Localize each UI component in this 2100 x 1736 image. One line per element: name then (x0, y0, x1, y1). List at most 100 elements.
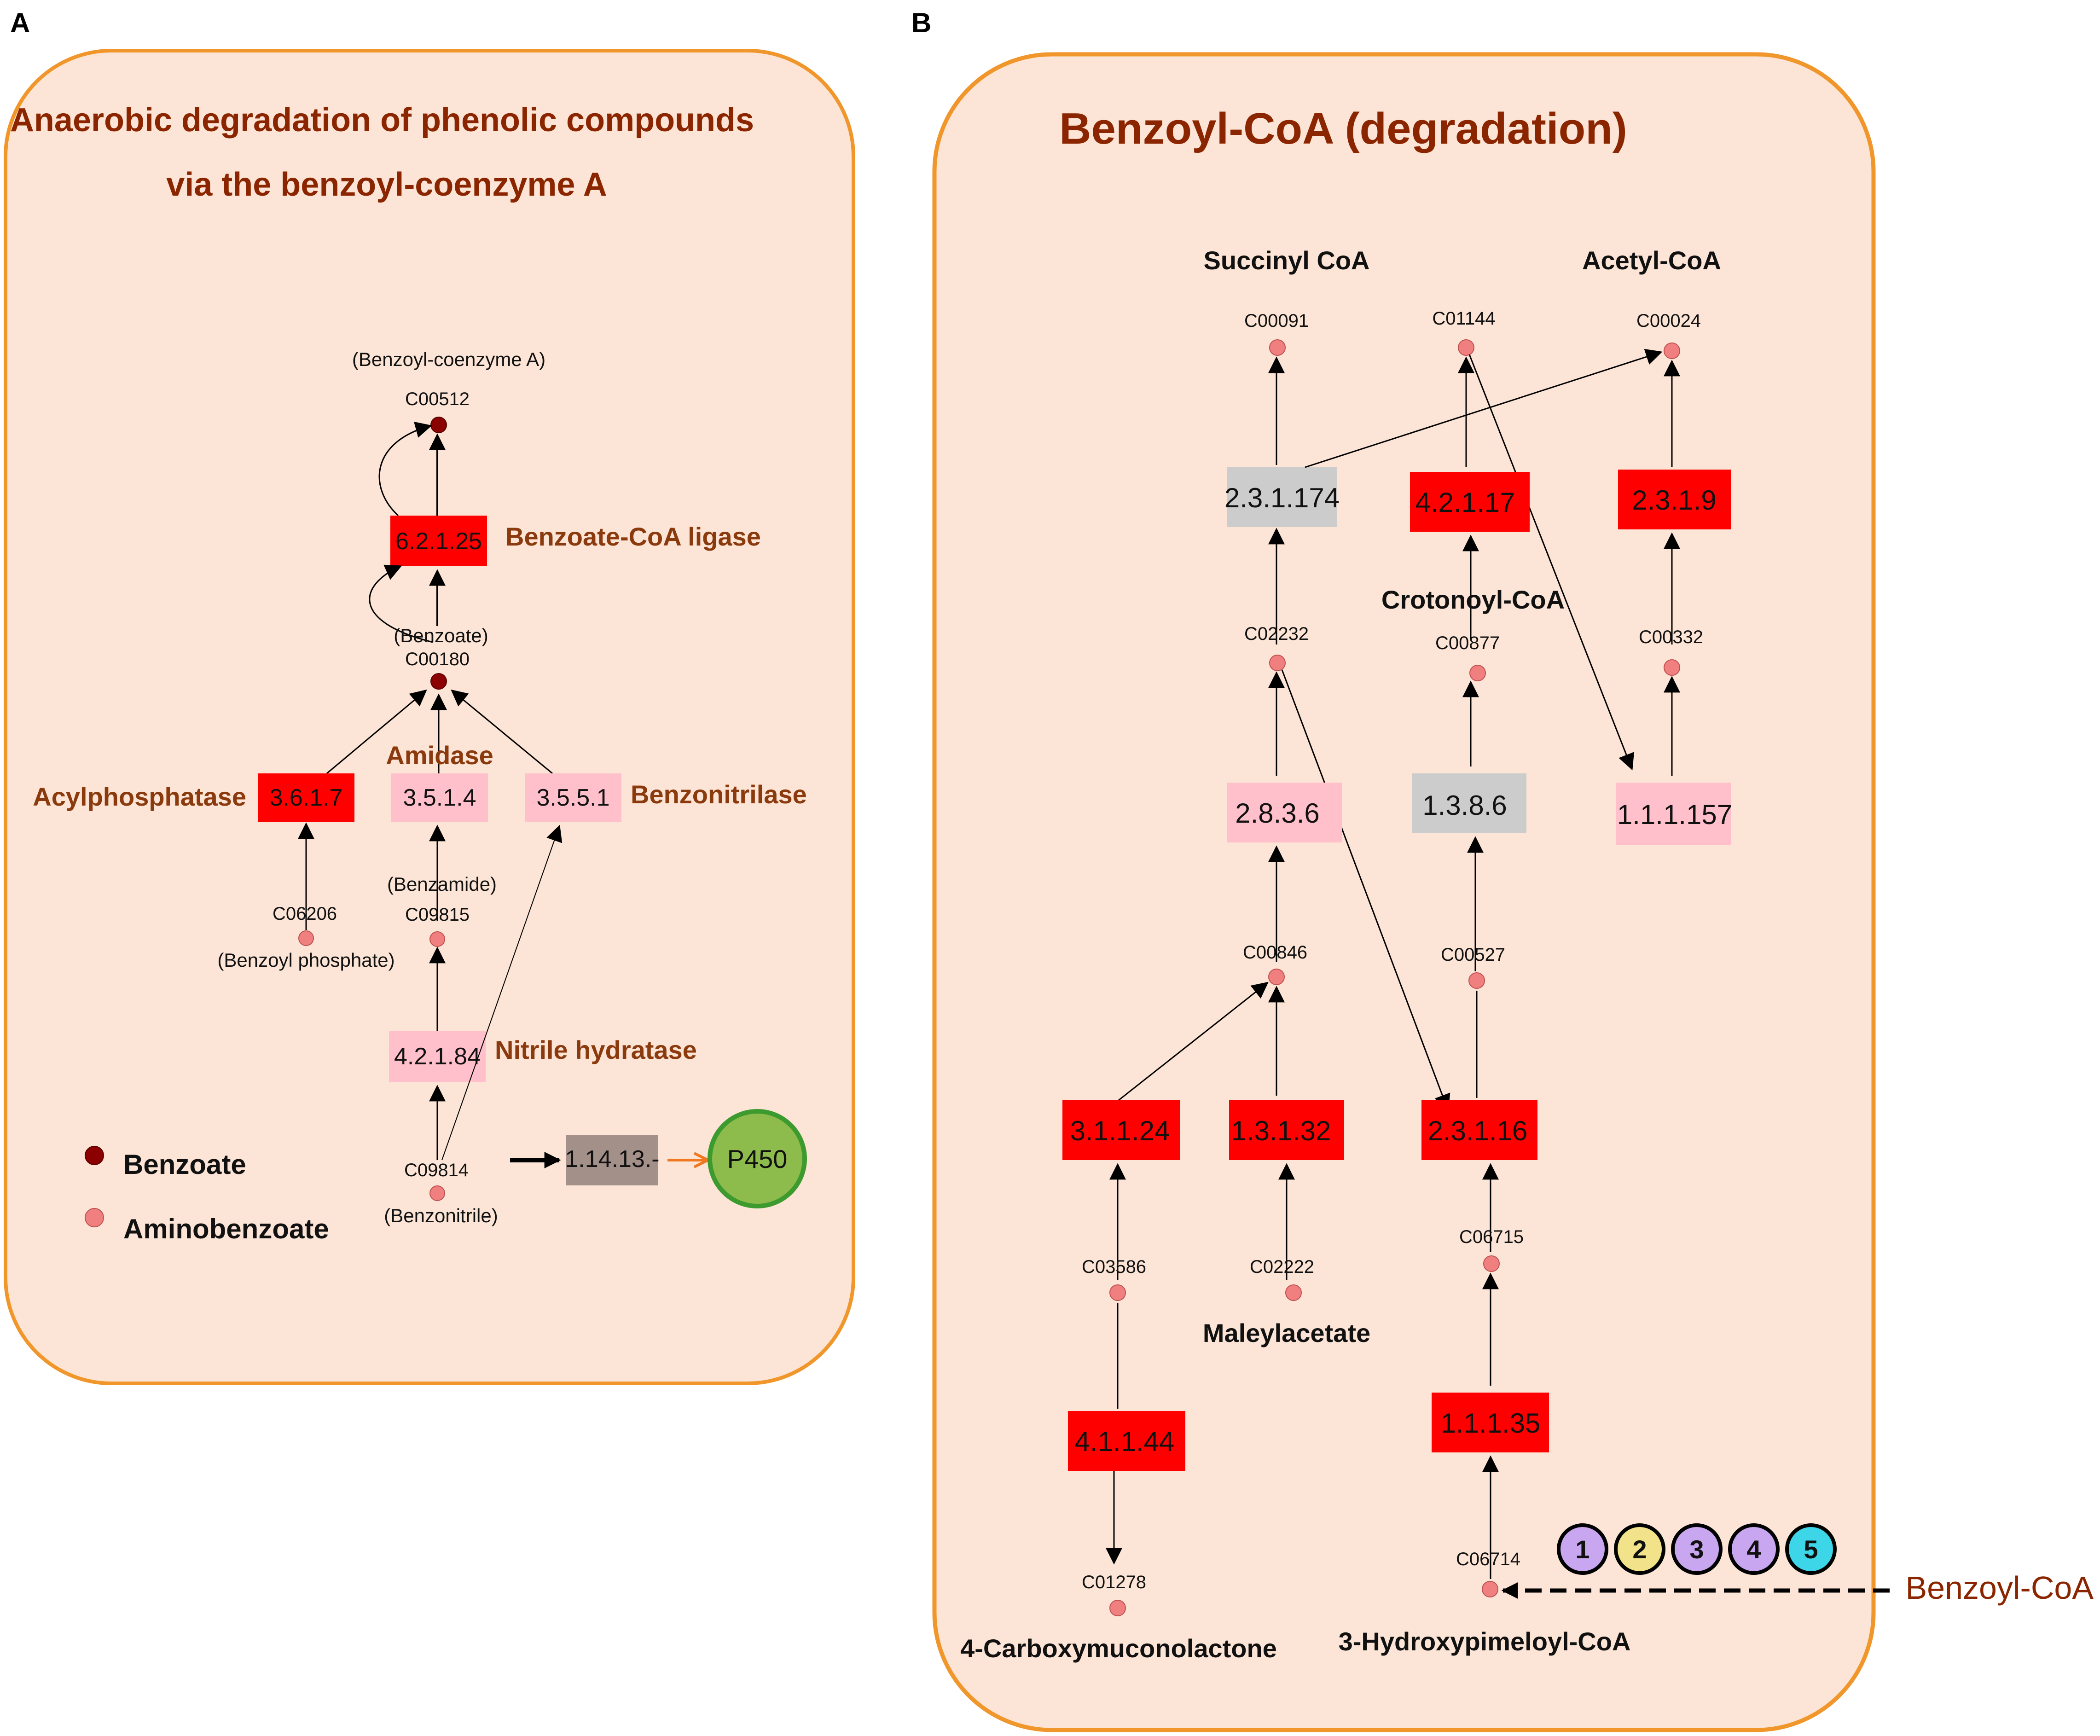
enzyme-box-1-1-1-157 (1616, 783, 1731, 845)
benzoyl-phosphate-name: (Benzoyl phosphate) (217, 949, 394, 971)
enzyme-box-3-5-1-4 (391, 773, 488, 822)
enzyme-label-3-6-1-7: 3.6.1.7 (269, 784, 342, 811)
acetyl-coa-label: Acetyl-CoA (1582, 246, 1721, 275)
curved-arrow-benzoate (369, 564, 433, 643)
organism-circle-1-label: 1 (1575, 1535, 1590, 1564)
benzonitrile-name: (Benzonitrile) (384, 1205, 498, 1226)
compound-node-c00332 (1664, 659, 1680, 676)
arrow-3-6-1-7-to-benzoate (326, 689, 427, 774)
enzyme-box-1-3-1-32 (1229, 1100, 1344, 1160)
compound-id-c00180: C00180 (405, 649, 470, 669)
panel-b-box (932, 52, 1876, 1732)
p450-label: P450 (727, 1144, 788, 1173)
enzyme-box-1-14-13 (566, 1135, 658, 1185)
panel-a-title-line1: Anaerobic degradation of phenolic compou… (10, 102, 754, 139)
enzyme-box-4-2-1-17 (1410, 472, 1530, 532)
compound-node-c01144 (1458, 339, 1474, 356)
compound-node-c09815 (429, 931, 445, 947)
arrow-3-5-5-1-to-benzoate (451, 689, 553, 774)
carboxymuconolactone-label: 4-Carboxymuconolactone (960, 1634, 1277, 1663)
arrow-2-3-1-174-to-c00024 (1305, 348, 1663, 468)
enzyme-label-2-3-1-16: 2.3.1.16 (1428, 1115, 1528, 1146)
enzyme-label-4-2-1-17: 4.2.1.17 (1415, 487, 1515, 518)
compound-id-c01144: C01144 (1432, 308, 1495, 329)
legend-label-aminobenzoate: Aminobenzoate (123, 1213, 329, 1244)
succinyl-coa-label: Succinyl CoA (1204, 246, 1370, 275)
compound-node-c00180 (430, 673, 447, 690)
enzyme-box-2-3-1-174 (1227, 467, 1337, 527)
enzyme-box-3-1-1-24 (1062, 1100, 1180, 1160)
compound-node-c03586 (1109, 1284, 1126, 1301)
arrow-c01144-to-1-1-1-157 (1468, 354, 1634, 771)
panel-a-letter: A (10, 7, 30, 38)
enzyme-label-3-5-1-4: 3.5.1.4 (403, 784, 476, 811)
organism-circle-4 (1728, 1523, 1780, 1575)
maleylacetate-label: Maleylacetate (1203, 1318, 1370, 1347)
benzoyl-coa-name: (Benzoyl-coenzyme A) (352, 348, 545, 370)
enzyme-box-6-2-1-25 (390, 516, 487, 566)
compound-id-c06206: C06206 (273, 904, 337, 924)
arrow-benzonitrile-to-3-5-5-1 (441, 824, 563, 1161)
legend-dot-aminobenzoate (85, 1208, 104, 1227)
compound-node-c02232 (1269, 655, 1286, 671)
enzyme-label-2-3-1-174: 2.3.1.174 (1224, 482, 1340, 513)
enzyme-label-2-8-3-6: 2.8.3.6 (1235, 798, 1320, 829)
organism-circle-3 (1671, 1523, 1723, 1575)
enzyme-label-6-2-1-25: 6.2.1.25 (395, 528, 482, 555)
compound-node-c00846 (1268, 969, 1285, 985)
enzyme-box-2-8-3-6 (1227, 783, 1342, 842)
enzyme-box-3-5-5-1 (525, 773, 621, 822)
compound-id-c00877: C00877 (1435, 633, 1500, 653)
organism-circle-3-label: 3 (1689, 1535, 1704, 1564)
panel-a-box (4, 49, 855, 1385)
compound-id-c09814: C09814 (404, 1160, 469, 1180)
compound-node-c06206 (298, 930, 314, 946)
panel-b-letter: B (911, 7, 931, 38)
compound-id-c09815: C09815 (405, 905, 470, 925)
compound-node-c00527 (1468, 972, 1485, 989)
organism-circle-2 (1614, 1523, 1665, 1575)
enzyme-name-benzoate-coa-ligase: Benzoate-CoA ligase (505, 522, 761, 551)
compound-id-c00024: C00024 (1636, 311, 1701, 331)
enzyme-box-2-3-1-16 (1421, 1100, 1537, 1160)
compound-node-c00512 (430, 417, 447, 433)
enzyme-box-4-2-1-84 (389, 1031, 486, 1082)
legend-dot-benzoate (85, 1146, 104, 1165)
enzyme-label-4-2-1-84: 4.2.1.84 (394, 1043, 481, 1070)
compound-node-c06715 (1483, 1255, 1500, 1272)
organism-circle-4-label: 4 (1746, 1535, 1761, 1564)
compound-id-c00512: C00512 (405, 389, 470, 409)
compound-id-c00332: C00332 (1639, 627, 1703, 647)
compound-node-c01278 (1109, 1600, 1126, 1616)
enzyme-label-1-1-1-35: 1.1.1.35 (1441, 1408, 1541, 1439)
compound-node-c00091 (1269, 339, 1286, 356)
hydroxypimeloyl-coa-label: 3-Hydroxypimeloyl-CoA (1339, 1627, 1631, 1656)
enzyme-label-3-1-1-24: 3.1.1.24 (1070, 1115, 1170, 1146)
compound-id-c01278: C01278 (1082, 1572, 1146, 1592)
benzoyl-coa-input-label: Benzoyl-CoA (1905, 1570, 2094, 1606)
enzyme-name-amidase: Amidase (386, 741, 493, 770)
enzyme-box-2-3-1-9 (1618, 470, 1731, 529)
enzyme-label-1-3-8-6: 1.3.8.6 (1422, 790, 1507, 821)
benzoate-name: (Benzoate) (394, 625, 488, 646)
benzamide-name: (Benzamide) (387, 873, 497, 895)
enzyme-name-benzonitrilase: Benzonitrilase (631, 780, 807, 809)
enzyme-label-1-3-1-32: 1.3.1.32 (1231, 1115, 1331, 1146)
compound-id-c06714: C06714 (1456, 1549, 1520, 1569)
curved-arrow-benzoyl-coa (378, 422, 432, 517)
enzyme-label-1-1-1-157: 1.1.1.157 (1617, 799, 1732, 830)
enzyme-name-nitrile-hydratase: Nitrile hydratase (495, 1035, 697, 1064)
panel-b-title: Benzoyl-CoA (degradation) (1059, 104, 1627, 153)
p450-circle (708, 1109, 807, 1208)
compound-id-c06715: C06715 (1459, 1227, 1524, 1247)
arrow-c02232-to-2-3-1-16 (1281, 669, 1450, 1111)
enzyme-name-acylphosphatase: Acylphosphatase (33, 782, 246, 811)
enzyme-label-3-5-5-1: 3.5.5.1 (536, 784, 609, 811)
organism-circle-2-label: 2 (1632, 1535, 1647, 1564)
enzyme-label-2-3-1-9: 2.3.1.9 (1632, 485, 1717, 516)
organism-circle-5-label: 5 (1804, 1535, 1818, 1564)
compound-node-c02222 (1285, 1284, 1302, 1301)
compound-node-c09814 (429, 1185, 445, 1201)
compound-id-c00527: C00527 (1441, 945, 1505, 965)
